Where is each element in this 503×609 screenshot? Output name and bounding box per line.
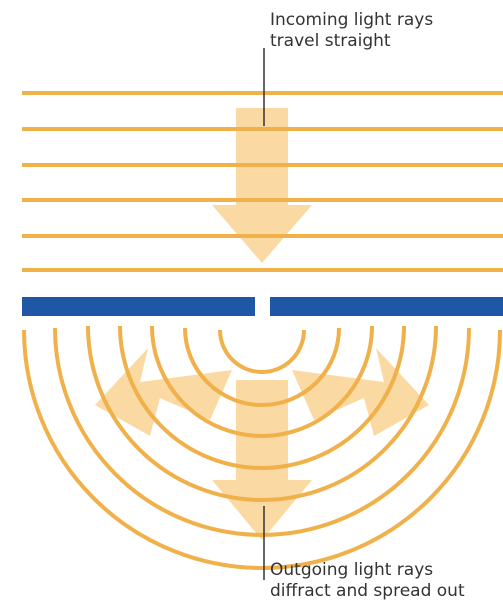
direction-arrows xyxy=(95,108,429,540)
wavefront xyxy=(220,330,304,372)
outgoing-rays-label: Outgoing light rays diffract and spread … xyxy=(270,560,465,602)
incoming-label-line1: Incoming light rays xyxy=(270,10,433,31)
barrier xyxy=(22,297,503,316)
outgoing-label-line1: Outgoing light rays xyxy=(270,560,465,581)
outgoing-label-line2: diffract and spread out xyxy=(270,581,465,602)
barrier-right xyxy=(270,297,503,316)
incoming-label-line2: travel straight xyxy=(270,31,433,52)
incoming-direction-arrow xyxy=(212,108,312,263)
barrier-left xyxy=(22,297,255,316)
incoming-rays-label: Incoming light rays travel straight xyxy=(270,10,433,52)
